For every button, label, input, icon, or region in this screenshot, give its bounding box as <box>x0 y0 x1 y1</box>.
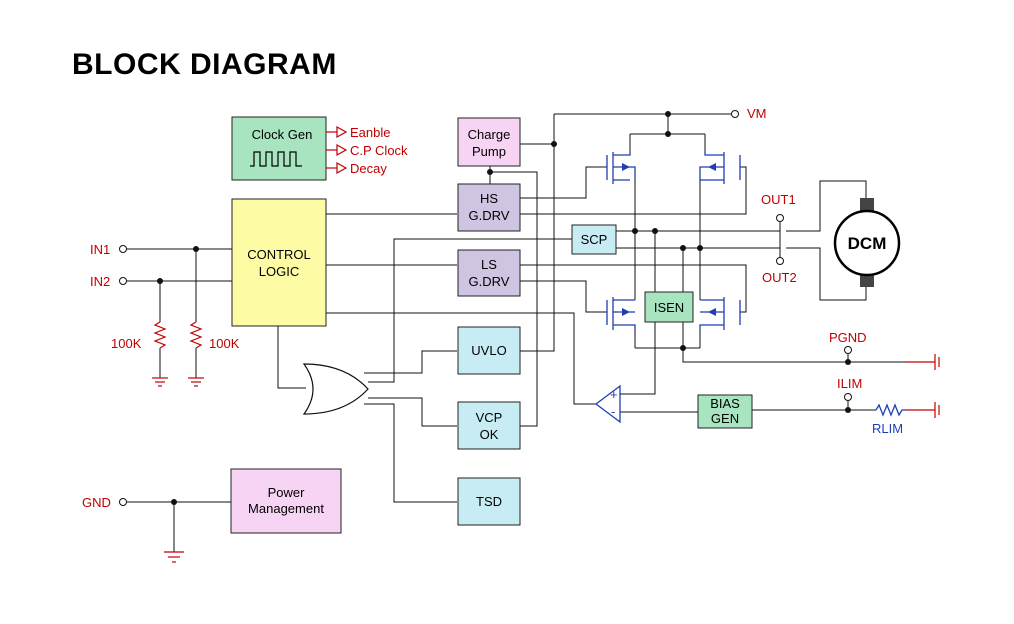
comparator-plus-sign: + <box>610 387 618 402</box>
tsd-block: TSD <box>457 477 521 526</box>
motor-label: DCM <box>848 234 887 253</box>
charge-pump-block: Charge Pump <box>457 117 521 167</box>
scp-block: SCP <box>571 224 617 255</box>
pin-label-ilim: ILIM <box>837 376 862 391</box>
charge-pump-label-2: Pump <box>472 144 506 159</box>
isen-block: ISEN <box>644 291 694 323</box>
clock-output-arrows: Eanble C.P Clock Decay <box>326 125 408 176</box>
hs-gdrv-block: HS G.DRV <box>457 183 521 232</box>
wires <box>127 113 935 552</box>
charge-pump-label-1: Charge <box>468 127 511 142</box>
clock-gen-label: Clock Gen <box>252 127 313 142</box>
ground-symbols <box>152 354 940 563</box>
dc-motor-icon: DCM <box>833 198 901 287</box>
vcp-ok-label-1: VCP <box>476 410 503 425</box>
ground-icon <box>164 551 184 563</box>
power-management-label-2: Management <box>248 501 324 516</box>
page-title: BLOCK DIAGRAM <box>72 48 337 81</box>
mosfet-low-left-icon <box>606 297 636 330</box>
ground-icon <box>188 377 204 387</box>
bias-gen-label-2: GEN <box>711 411 739 426</box>
arrow-icon <box>336 143 348 157</box>
clock-gen-block: Clock Gen <box>231 116 327 181</box>
ground-icon <box>905 354 940 370</box>
junction-dots <box>157 111 703 505</box>
resistor-label-rlim: RLIM <box>872 421 903 436</box>
pin-label-in1: IN1 <box>90 242 110 257</box>
vcp-ok-block: VCP OK <box>457 401 521 450</box>
pin-label-out1: OUT1 <box>761 192 796 207</box>
resistor-icon <box>189 321 203 349</box>
pin-markers <box>119 110 852 506</box>
uvlo-block: UVLO <box>457 326 521 375</box>
power-management-block: Power Management <box>230 468 342 534</box>
control-logic-label-2: LOGIC <box>259 264 299 279</box>
resistor-label-1: 100K <box>111 336 142 351</box>
mosfet-low-right-icon <box>699 297 741 330</box>
resistor-icon <box>875 403 905 417</box>
hs-gdrv-label-1: HS <box>480 191 498 206</box>
bias-gen-block: BIAS GEN <box>697 394 753 429</box>
arrow-icon <box>336 125 348 139</box>
control-logic-block: CONTROL LOGIC <box>231 198 327 327</box>
ground-icon <box>152 377 168 387</box>
bias-gen-label-1: BIAS <box>710 396 740 411</box>
resistor-label-2: 100K <box>209 336 240 351</box>
vcp-ok-label-2: OK <box>480 427 499 442</box>
hs-gdrv-label-2: G.DRV <box>469 208 510 223</box>
comparator-minus-sign: - <box>611 404 615 419</box>
isen-label: ISEN <box>654 300 684 315</box>
tsd-label: TSD <box>476 494 502 509</box>
pin-label-vm: VM <box>747 106 767 121</box>
pin-label-in2: IN2 <box>90 274 110 289</box>
comparator-icon: + - <box>594 384 621 424</box>
clock-output-enable: Eanble <box>350 125 390 140</box>
clock-waveform-icon <box>250 151 302 167</box>
scp-label: SCP <box>581 232 608 247</box>
ls-gdrv-label-2: G.DRV <box>469 274 510 289</box>
power-management-label-1: Power <box>268 485 306 500</box>
mosfet-high-right-icon <box>699 152 741 184</box>
clock-output-cp-clock: C.P Clock <box>350 143 408 158</box>
pin-label-pgnd: PGND <box>829 330 867 345</box>
ls-gdrv-label-1: LS <box>481 257 497 272</box>
pin-label-gnd: GND <box>82 495 111 510</box>
or-gate-icon <box>302 363 369 415</box>
pin-label-out2: OUT2 <box>762 270 797 285</box>
uvlo-label: UVLO <box>471 343 506 358</box>
clock-output-decay: Decay <box>350 161 387 176</box>
control-logic-label-1: CONTROL <box>247 247 311 262</box>
ls-gdrv-block: LS G.DRV <box>457 249 521 297</box>
resistor-icon <box>153 321 167 349</box>
arrow-icon <box>336 161 348 175</box>
mosfet-high-left-icon <box>606 152 636 184</box>
ground-icon <box>905 402 940 418</box>
